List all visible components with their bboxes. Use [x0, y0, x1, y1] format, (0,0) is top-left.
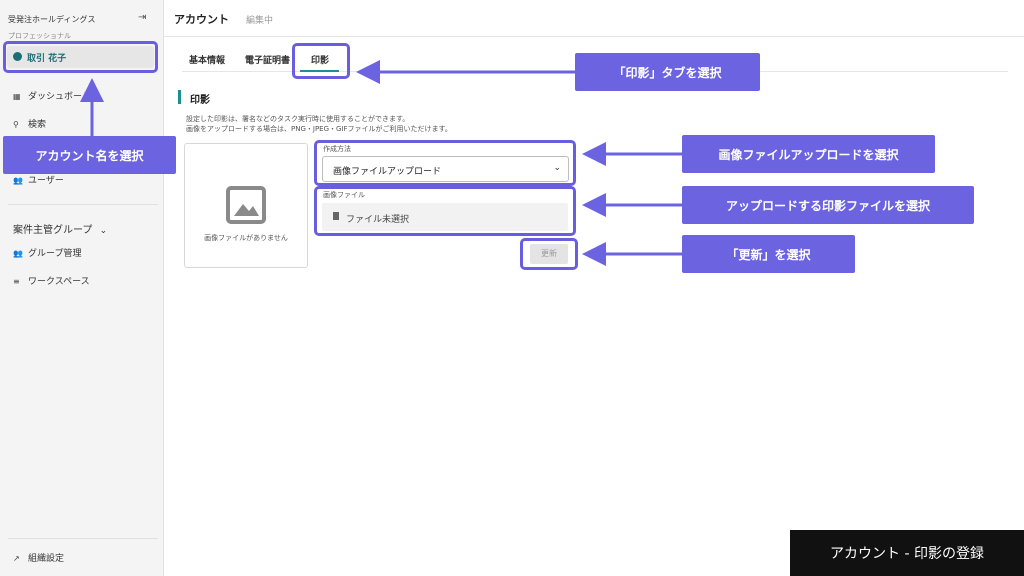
external-link-icon: ↗: [13, 554, 20, 563]
method-select[interactable]: 画像ファイルアップロード ⌄: [322, 156, 569, 182]
highlight-update-button: [520, 238, 578, 270]
users-icon: 👥: [13, 176, 23, 185]
callout-update-select: 「更新」を選択: [682, 235, 855, 273]
preview-caption: 画像ファイルがありません: [204, 234, 288, 242]
chevron-down-icon: ⌄: [553, 163, 561, 173]
tab-certificate[interactable]: 電子証明書: [245, 56, 291, 66]
group-icon: 👥: [13, 249, 23, 258]
image-placeholder-icon: [226, 186, 266, 224]
tab-active-indicator: [300, 70, 339, 72]
callout-upload-select: 画像ファイルアップロードを選択: [682, 135, 935, 173]
method-select-value: 画像ファイルアップロード: [333, 167, 442, 177]
file-input[interactable]: ファイル未選択: [322, 203, 568, 231]
section-description-2: 画像をアップロードする場合は、PNG・JPEG・GIFファイルがご利用いただけま…: [186, 125, 452, 133]
tab-basic-info[interactable]: 基本情報: [189, 56, 226, 66]
sidebar-item-search[interactable]: ⚲検索: [13, 120, 47, 130]
sidebar-item-dashboard[interactable]: ▦ダッシュボード: [13, 92, 92, 102]
dashboard-icon: ▦: [13, 92, 21, 101]
sidebar-item-group-management[interactable]: 👥グループ管理: [13, 249, 82, 259]
logout-icon[interactable]: ⇥: [138, 12, 147, 23]
sidebar-item-workspace[interactable]: ≡ワークスペース: [13, 277, 90, 287]
account-name-item[interactable]: 取引 花子: [7, 46, 154, 68]
user-circle-icon: [13, 52, 22, 61]
method-label: 作成方法: [323, 145, 351, 153]
section-title: 印影: [190, 95, 210, 106]
sidebar-item-users[interactable]: 👥ユーザー: [13, 176, 64, 186]
section-accent-bar: [178, 90, 181, 104]
file-label: 画像ファイル: [323, 191, 365, 199]
search-icon: ⚲: [13, 120, 19, 129]
highlight-method-select: [314, 140, 576, 186]
file-input-value: ファイル未選択: [346, 215, 410, 225]
account-name-label: 取引 花子: [27, 54, 67, 64]
callout-tab-select: 「印影」タブを選択: [575, 53, 760, 91]
top-bar: [164, 0, 1024, 37]
file-icon: [333, 212, 339, 220]
callout-account-select: アカウント名を選択: [3, 136, 176, 174]
update-button[interactable]: 更新: [530, 244, 568, 264]
plan-label: プロフェッショナル: [8, 32, 71, 40]
sidebar-item-org-settings[interactable]: ↗組織設定: [13, 554, 65, 564]
highlight-file-input: [314, 186, 576, 236]
sidebar-divider-bottom: [8, 538, 158, 539]
edit-state: 編集中: [246, 16, 274, 26]
section-description-1: 設定した印影は、署名などのタスク実行時に使用することができます。: [186, 115, 410, 123]
footer-caption: アカウント - 印影の登録: [790, 530, 1024, 576]
callout-file-select: アップロードする印影ファイルを選択: [682, 186, 974, 224]
list-icon: ≡: [13, 277, 20, 286]
highlight-account-name: [3, 41, 158, 73]
org-name: 受発注ホールディングス: [8, 15, 96, 24]
tab-seal[interactable]: 印影: [311, 56, 330, 66]
sidebar-divider: [8, 204, 158, 205]
highlight-seal-tab: [292, 43, 350, 79]
chevron-down-icon: ⌄: [99, 226, 108, 236]
seal-preview: 画像ファイルがありません: [184, 143, 308, 268]
page-title: アカウント: [174, 13, 229, 26]
group-title[interactable]: 案件主管グループ ⌄: [13, 225, 108, 236]
